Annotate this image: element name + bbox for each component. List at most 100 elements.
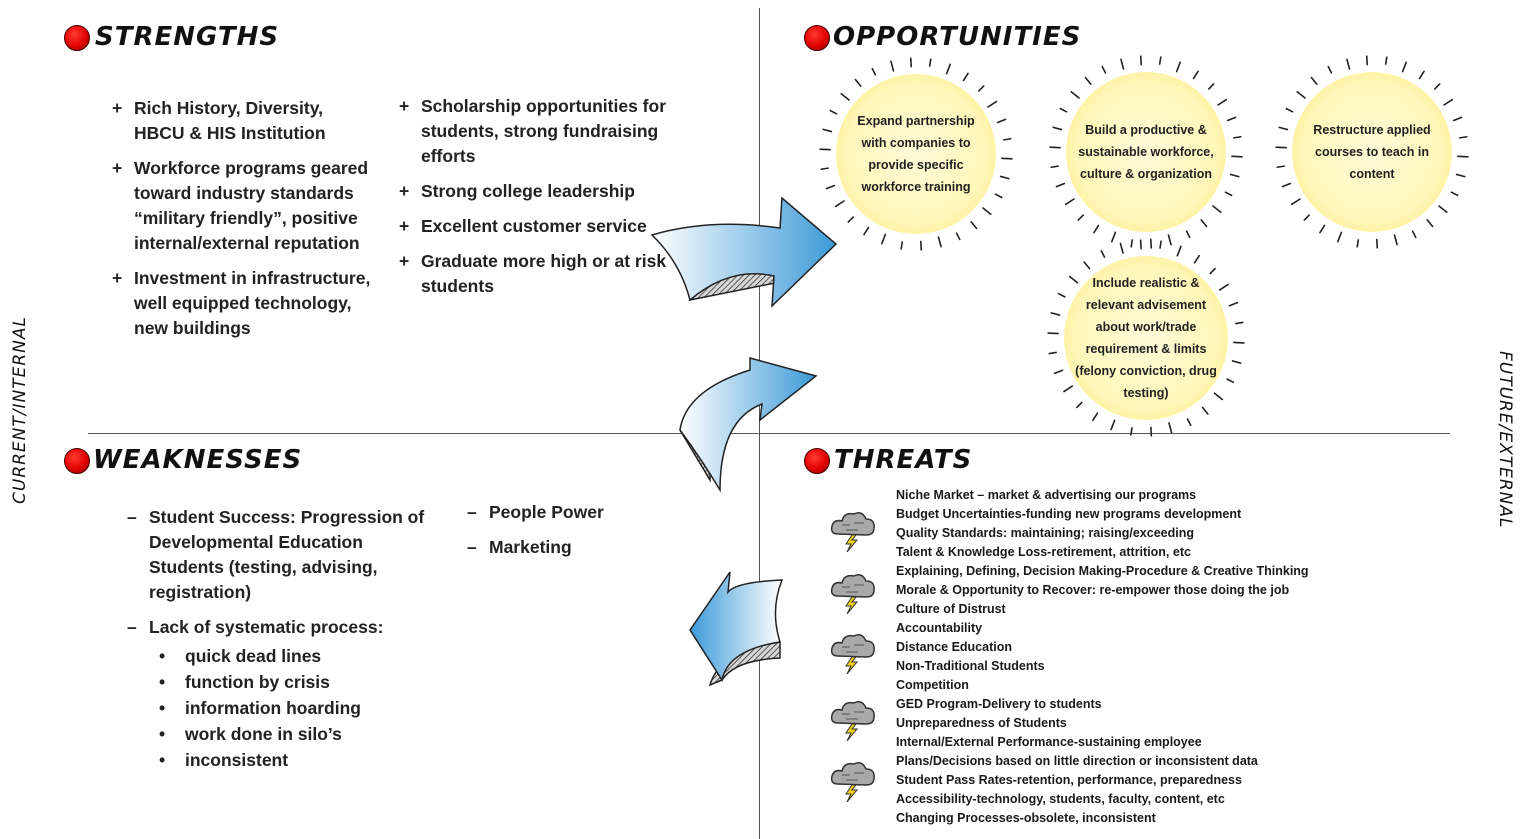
glow-ray bbox=[1217, 98, 1228, 106]
bullet-marker: • bbox=[159, 750, 166, 770]
threats-list: Niche Market – market & advertising our … bbox=[896, 486, 1309, 828]
glow-ray bbox=[1433, 83, 1441, 90]
bullet-marker: • bbox=[159, 646, 166, 666]
opportunity-text-1: Expand partnership with companies to pro… bbox=[857, 114, 975, 194]
strength-item: +Strong college leadership bbox=[399, 179, 689, 204]
glow-ray bbox=[1168, 422, 1173, 434]
opportunity-circle-4: Include realistic & relevant advisement … bbox=[1047, 239, 1245, 437]
glow-ray bbox=[1393, 234, 1398, 246]
weakness-subitem-text: quick dead lines bbox=[185, 646, 322, 666]
arrow-weaknesses-to-opportunities bbox=[679, 357, 818, 493]
glow-ray bbox=[987, 100, 998, 108]
storm-cloud-icon bbox=[830, 512, 875, 552]
threat-item: Culture of Distrust bbox=[896, 602, 1006, 616]
storm-cloud-icon bbox=[830, 574, 875, 614]
weakness-item: –Lack of systematic process:•quick dead … bbox=[127, 615, 427, 773]
threat-item: GED Program-Delivery to students bbox=[896, 697, 1102, 711]
strength-item: +Graduate more high or at risk students bbox=[399, 249, 689, 299]
threats-title: THREATS bbox=[834, 445, 973, 475]
glow-ray bbox=[1055, 182, 1066, 188]
strength-item: +Workforce programs geared toward indust… bbox=[112, 156, 372, 256]
glow-ray bbox=[1159, 240, 1162, 249]
threat-item: Student Pass Rates-retention, performanc… bbox=[896, 773, 1242, 787]
glow-ray bbox=[1327, 65, 1333, 74]
glow-ray bbox=[1209, 267, 1216, 275]
glow-ray bbox=[937, 236, 942, 248]
glow-ray bbox=[1101, 65, 1107, 74]
strength-item: +Excellent customer service bbox=[399, 214, 689, 239]
glow-ray bbox=[1176, 245, 1182, 257]
glow-ray bbox=[1231, 360, 1242, 364]
weakness-subitem-text: inconsistent bbox=[185, 750, 289, 770]
glow-ray bbox=[1063, 385, 1074, 393]
weakness-item-text: Student Success: Progression of Developm… bbox=[149, 507, 425, 602]
glow-ray bbox=[1200, 219, 1208, 228]
glow-ray bbox=[871, 67, 877, 76]
glow-ray bbox=[890, 60, 895, 72]
threat-item: Talent & Knowledge Loss-retirement, attr… bbox=[896, 545, 1191, 559]
glow-ray bbox=[1130, 239, 1134, 248]
bullet-marker: • bbox=[159, 724, 166, 744]
glow-ray bbox=[1278, 126, 1289, 131]
threat-item: Budget Uncertainties-funding new program… bbox=[896, 507, 1242, 521]
weakness-subitem-text: work done in silo’s bbox=[185, 724, 342, 744]
threat-item: Niche Market – market & advertising our … bbox=[896, 488, 1197, 502]
glow-ray bbox=[1119, 242, 1124, 254]
weakness-subitem-text: function by crisis bbox=[185, 672, 330, 692]
glow-ray bbox=[1235, 321, 1244, 325]
horizontal-divider-right bbox=[760, 433, 1450, 434]
bullet-marker: • bbox=[159, 698, 166, 718]
bullet-marker: • bbox=[159, 672, 166, 692]
glow-ray bbox=[977, 85, 985, 92]
threat-item: Explaining, Defining, Decision Making-Pr… bbox=[896, 564, 1309, 578]
glow-ray bbox=[840, 92, 850, 101]
opportunity-text-2: Build a productive & sustainable workfor… bbox=[1078, 123, 1214, 181]
glow-ray bbox=[962, 72, 969, 82]
strength-item-text: Excellent customer service bbox=[421, 216, 647, 236]
weakness-item-text: Marketing bbox=[489, 537, 572, 557]
threat-item: Distance Education bbox=[896, 640, 1012, 654]
bullet-marker: + bbox=[399, 181, 410, 201]
current-internal-label: CURRENT/INTERNAL bbox=[10, 316, 30, 504]
strengths-title: STRENGTHS bbox=[95, 22, 280, 52]
glow-ray bbox=[1303, 214, 1311, 221]
glow-ray bbox=[1356, 239, 1360, 248]
glow-ray bbox=[1384, 56, 1388, 65]
glow-ray bbox=[1059, 107, 1068, 113]
glow-ray bbox=[820, 167, 829, 171]
glow-ray bbox=[1084, 76, 1092, 85]
glow-ray bbox=[1296, 90, 1306, 99]
glow-ray bbox=[1068, 275, 1079, 284]
threat-item: Non-Traditional Students bbox=[896, 659, 1045, 673]
glow-ray bbox=[1281, 182, 1292, 188]
glow-ray bbox=[1207, 83, 1215, 90]
strength-item-text: Workforce programs geared toward industr… bbox=[134, 158, 369, 253]
threats-dot-icon bbox=[804, 448, 830, 474]
glow-ray bbox=[1111, 231, 1117, 243]
glow-ray bbox=[1290, 198, 1301, 206]
opportunities-title: OPPORTUNITIES bbox=[833, 22, 1082, 52]
bullet-marker: – bbox=[127, 507, 137, 527]
glow-ray bbox=[970, 221, 978, 230]
glow-rays-icon bbox=[1047, 239, 1245, 437]
weaknesses-list-left: –Student Success: Progression of Develop… bbox=[127, 505, 427, 783]
glow-ray bbox=[1186, 418, 1192, 427]
glow-ray bbox=[1438, 205, 1448, 214]
bullet-marker: – bbox=[467, 502, 477, 522]
glow-ray bbox=[1167, 234, 1172, 246]
weakness-subitem: •information hoarding bbox=[149, 696, 427, 721]
bullet-marker: + bbox=[399, 96, 410, 116]
threat-item: Competition bbox=[896, 678, 969, 692]
glow-ray bbox=[1120, 58, 1125, 70]
weakness-item: –Marketing bbox=[467, 535, 667, 560]
strengths-list-left: +Rich History, Diversity, HBCU & HIS Ins… bbox=[112, 96, 372, 351]
glow-ray bbox=[1092, 412, 1099, 422]
glow-ray bbox=[945, 63, 951, 75]
glow-ray bbox=[1443, 98, 1454, 106]
glow-ray bbox=[1070, 90, 1080, 99]
storm-cloud-icon bbox=[830, 762, 875, 802]
glow-ray bbox=[1213, 392, 1224, 401]
glow-ray bbox=[1426, 219, 1434, 228]
arrows-layer bbox=[650, 196, 838, 687]
threat-item: Accountability bbox=[896, 621, 983, 635]
